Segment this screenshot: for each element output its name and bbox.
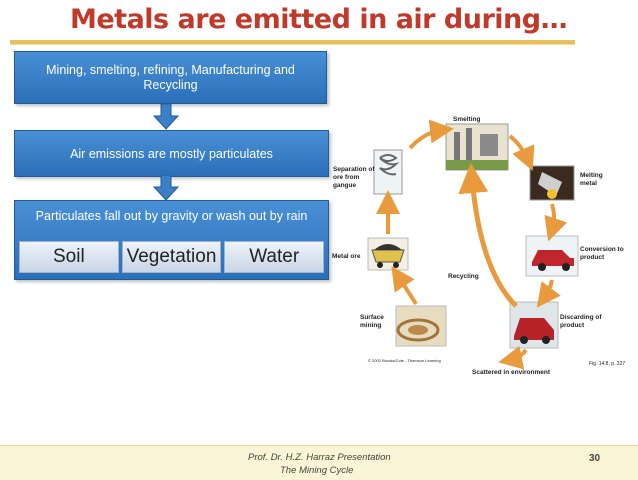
destination-water: Water: [224, 241, 325, 273]
figure-reference: Fig. 14.8, p. 327: [589, 361, 626, 367]
title-underline-thin: [10, 44, 575, 45]
smelting-picture: [445, 123, 509, 171]
page-number: 30: [589, 453, 601, 464]
title-underline: [10, 40, 575, 44]
flow-step-3-text: Particulates fall out by gravity or wash…: [35, 209, 308, 223]
destination-vegetation: Vegetation: [121, 241, 222, 273]
mining-cycle-diagram: [367, 119, 579, 370]
label-melting: Melting metal: [580, 172, 603, 187]
label-separation: Separation of ore from gangue: [333, 166, 375, 189]
down-arrow-icon: [153, 104, 179, 130]
label-recycling: Recycling: [448, 273, 479, 280]
down-arrow-icon: [153, 175, 179, 201]
flow-step-1: Mining, smelting, refining, Manufacturin…: [14, 51, 327, 104]
label-surface-mining: Surface mining: [360, 314, 384, 329]
label-smelting: Smelting: [453, 116, 481, 123]
destination-soil: Soil: [19, 241, 119, 273]
conversion-car-picture: [525, 235, 579, 277]
metal-ore-picture: [367, 237, 409, 271]
destination-row: Soil Vegetation Water: [19, 241, 325, 273]
melting-picture: [529, 165, 575, 201]
label-conversion: Conversion to product: [580, 246, 624, 261]
footer-presenter: Prof. Dr. H.Z. Harraz Presentation: [248, 452, 391, 463]
footer-bar: Prof. Dr. H.Z. Harraz Presentation The M…: [0, 445, 638, 480]
flow-step-2: Air emissions are mostly particulates: [14, 130, 329, 177]
slide-title: Metals are emitted in air during…: [70, 4, 568, 35]
footer-subtitle: The Mining Cycle: [280, 465, 354, 476]
surface-mining-picture: [395, 305, 447, 347]
discarding-car-picture: [509, 301, 559, 349]
flow-step-3: Particulates fall out by gravity or wash…: [14, 200, 329, 280]
copyright-credit: © 2002 Brooks/Cole - Thomson Learning: [368, 358, 441, 363]
separation-picture: [373, 149, 403, 195]
label-discarding: Discarding of product: [560, 314, 602, 329]
label-metal-ore: Metal ore: [332, 253, 361, 260]
label-scattered: Scattered in environment: [472, 369, 551, 376]
